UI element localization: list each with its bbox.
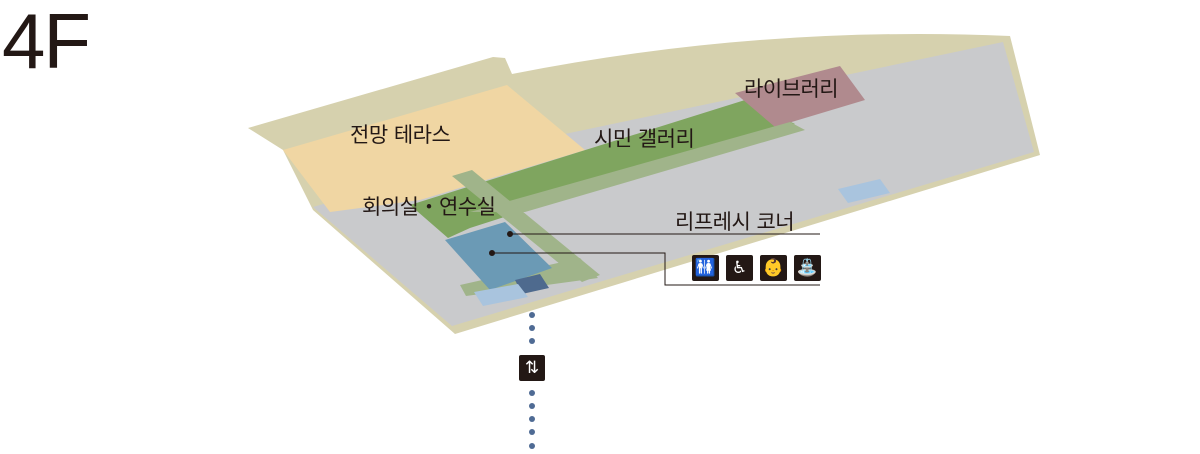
- leader-dot: [507, 231, 513, 237]
- library-area: [735, 66, 865, 127]
- corridor-vertical: [452, 170, 600, 282]
- restroom-icon: 🚻: [692, 255, 719, 281]
- label-conference: 회의실・연수실: [362, 195, 496, 219]
- floor-title: 4F: [2, 0, 91, 85]
- storage-area: [838, 179, 890, 203]
- drinking-fountain-icon: ⛲: [794, 255, 821, 281]
- corridor-band: [470, 122, 805, 212]
- baby-changing-icon: 👶: [760, 255, 787, 281]
- label-library: 라이브러리: [744, 77, 839, 101]
- leader-lines: [492, 233, 820, 286]
- restroom-area: [474, 284, 528, 306]
- elevator-path-dots: [529, 312, 535, 449]
- accessible-restroom-icon: ♿: [726, 255, 753, 281]
- label-gallery: 시민 갤러리: [594, 127, 695, 151]
- terrace-area: [283, 85, 585, 212]
- leader-dot: [489, 250, 495, 256]
- meeting-room: [445, 222, 552, 290]
- label-refresh: 리프레시 코너: [675, 210, 795, 234]
- leader-facilities: [492, 252, 820, 286]
- elevator-hall: [515, 274, 549, 294]
- elevator-icon: ⇅: [519, 355, 545, 381]
- label-terrace: 전망 테라스: [350, 123, 451, 147]
